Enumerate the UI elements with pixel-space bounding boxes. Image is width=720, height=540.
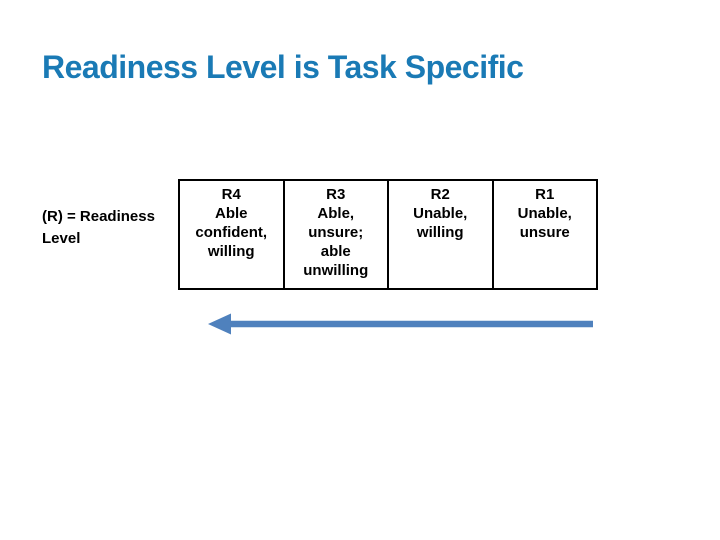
table-cell-r1: R1 Unable, unsure — [491, 181, 597, 288]
arrow-head — [208, 313, 231, 335]
cell-header-r2: R2 — [430, 186, 450, 203]
readiness-level-label: (R) = Readiness Level — [42, 208, 155, 247]
cell-header-r3: R3 — [326, 186, 346, 203]
cell-body-r2: Unable, willing — [413, 205, 468, 241]
cell-header-r1: R1 — [535, 186, 555, 203]
left-arrow-icon — [200, 310, 600, 338]
readiness-levels-table: R4 Able confident, willing R3 Able, unsu… — [178, 179, 598, 290]
cell-body-r3: Able, unsure; able unwilling — [303, 205, 369, 279]
slide-title: Readiness Level is Task Specific — [42, 49, 524, 85]
table-cell-r2: R2 Unable, willing — [387, 181, 492, 288]
cell-body-r4: Able confident, willing — [195, 205, 268, 260]
cell-body-r1: Unable, unsure — [517, 205, 572, 241]
table-cell-r3: R3 Able, unsure; able unwilling — [282, 181, 388, 288]
cell-header-r4: R4 — [221, 186, 241, 203]
table-cell-r4: R4 Able confident, willing — [180, 181, 283, 288]
